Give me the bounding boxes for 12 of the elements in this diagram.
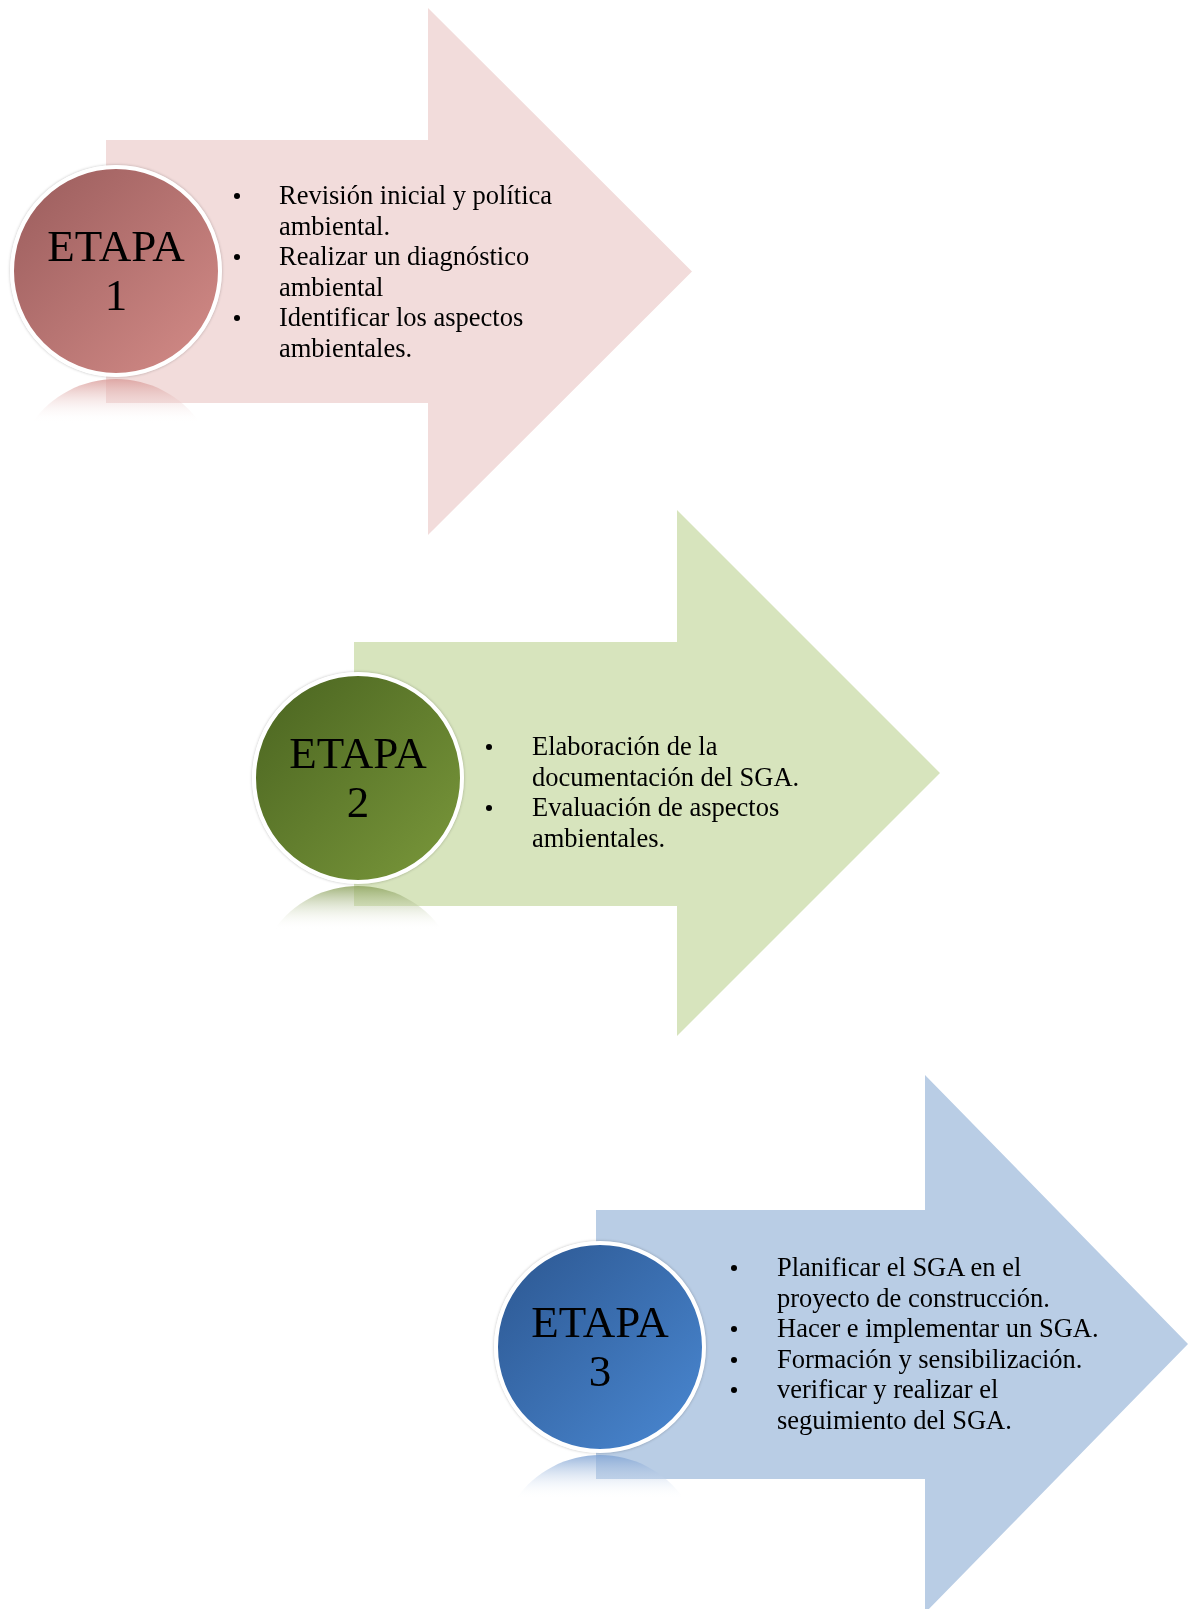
bullet-text: Planificar el SGA en el proyecto de construcción.	[777, 1252, 1051, 1313]
bullet-text: Identificar los aspectos ambientales.	[279, 302, 525, 363]
bullet-text: Realizar un diagnóstico ambiental	[279, 241, 531, 302]
bullet-text: Elaboración de la documentación del SGA.	[532, 731, 801, 792]
bullet-text: Hacer e implementar un SGA.	[777, 1313, 1100, 1344]
stage-label: ETAPA 1	[46, 222, 186, 320]
bullet-text: Formación y sensibilización.	[777, 1343, 1084, 1374]
stage-label: ETAPA 2	[288, 729, 428, 827]
bullet-text: Evaluación de aspectos ambientales.	[532, 792, 781, 853]
stage-label: ETAPA 3	[530, 1298, 670, 1396]
bullet-text: Revisión inicial y política ambiental.	[279, 180, 554, 241]
bullet-text: verificar y realizar el seguimiento del SGA.	[777, 1374, 1013, 1435]
